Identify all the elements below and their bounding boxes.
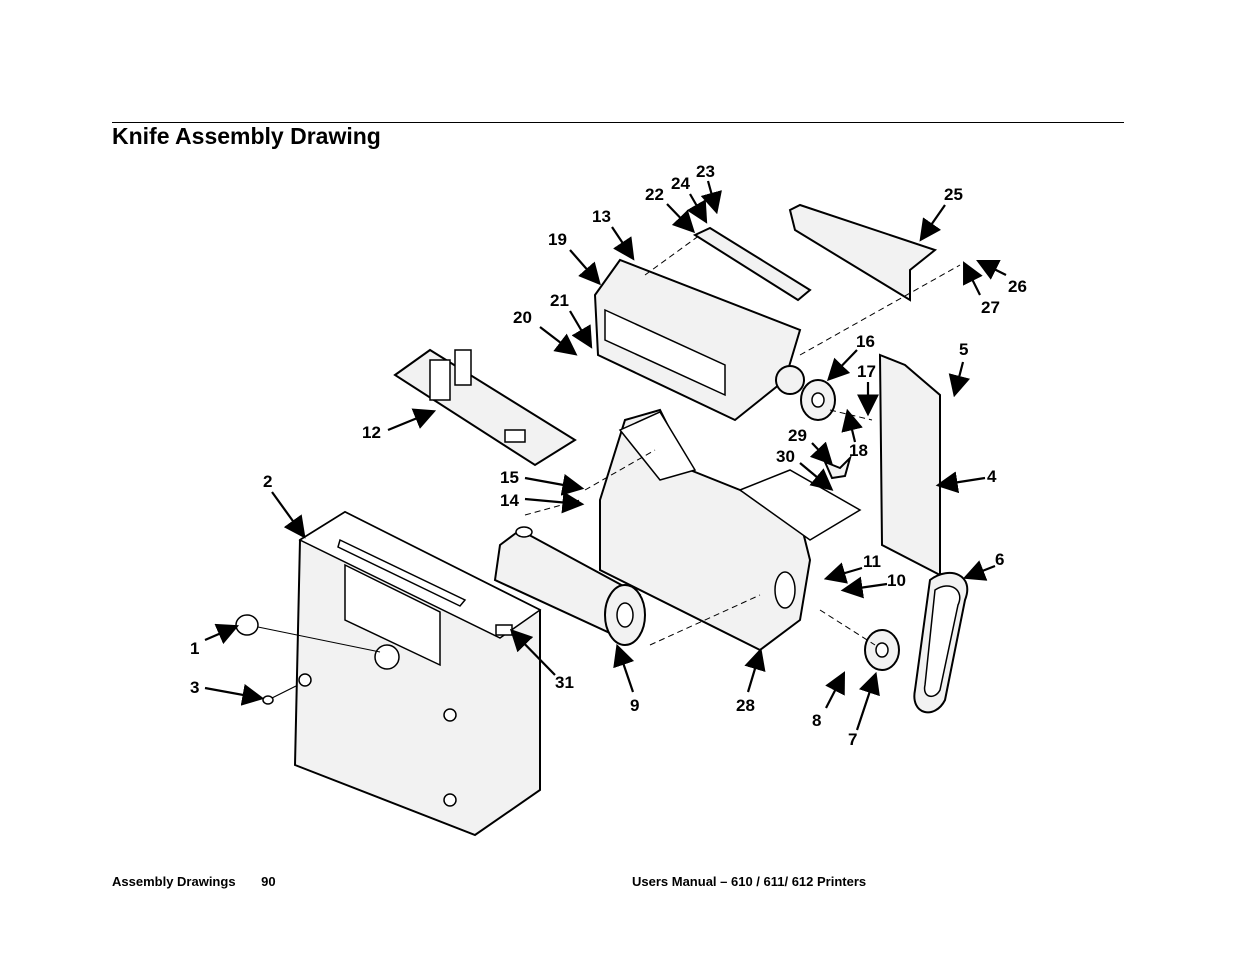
callout-4: 4 <box>987 467 997 486</box>
assembly-lines <box>524 234 961 646</box>
callout-28: 28 <box>736 696 755 715</box>
callout-9: 9 <box>630 696 639 715</box>
front-cover <box>293 510 542 837</box>
motor-part-9 <box>493 526 646 646</box>
footer-manual-title: Users Manual – 610 / 611/ 612 Printers <box>632 874 867 889</box>
callout-16: 16 <box>856 332 875 351</box>
pcb-part-12 <box>393 348 577 467</box>
callout-31: 31 <box>555 673 574 692</box>
callout-2: 2 <box>263 472 272 491</box>
footer-left: Assembly Drawings 90 <box>112 874 276 889</box>
cover-plate-part-25 <box>788 203 938 302</box>
chassis-part-28 <box>599 408 862 652</box>
callout-26: 26 <box>1008 277 1027 296</box>
callout-22: 22 <box>645 185 664 204</box>
button-part-1 <box>235 614 259 636</box>
callout-6: 6 <box>995 550 1004 569</box>
callout-19: 19 <box>548 230 567 249</box>
callout-18: 18 <box>849 441 868 460</box>
callout-23: 23 <box>696 162 715 181</box>
pulley-part-7 <box>864 629 900 671</box>
callout-1: 1 <box>190 639 199 658</box>
callout-15: 15 <box>500 468 519 487</box>
callout-29: 29 <box>788 426 807 445</box>
callout-30: 30 <box>776 447 795 466</box>
belt-part-6 <box>913 571 969 714</box>
page-title: Knife Assembly Drawing <box>112 123 381 149</box>
callout-24: 24 <box>671 174 690 193</box>
blade-part-22 <box>692 226 812 302</box>
callout-10: 10 <box>887 571 906 590</box>
callout-8: 8 <box>812 711 821 730</box>
pulley-part-16 <box>800 379 836 421</box>
guide-plate-part-4 <box>878 353 941 577</box>
screw-part-3 <box>262 685 297 705</box>
callout-7: 7 <box>848 730 857 749</box>
callout-13: 13 <box>592 207 611 226</box>
leader-arrows <box>204 180 1007 731</box>
footer-section: Assembly Drawings <box>112 874 236 889</box>
callout-labels: 1 2 3 4 5 6 7 8 9 10 11 12 13 14 15 16 1… <box>190 162 1027 749</box>
footer-page-number: 90 <box>261 874 276 889</box>
callout-11: 11 <box>863 552 881 571</box>
callout-3: 3 <box>190 678 199 697</box>
callout-14: 14 <box>500 491 519 510</box>
header-rule <box>112 122 1124 123</box>
callout-21: 21 <box>550 291 569 310</box>
callout-25: 25 <box>944 185 963 204</box>
callout-20: 20 <box>513 308 532 327</box>
callout-17: 17 <box>857 362 876 381</box>
callout-12: 12 <box>362 423 381 442</box>
callout-5: 5 <box>959 340 968 359</box>
callout-27: 27 <box>981 298 1000 317</box>
